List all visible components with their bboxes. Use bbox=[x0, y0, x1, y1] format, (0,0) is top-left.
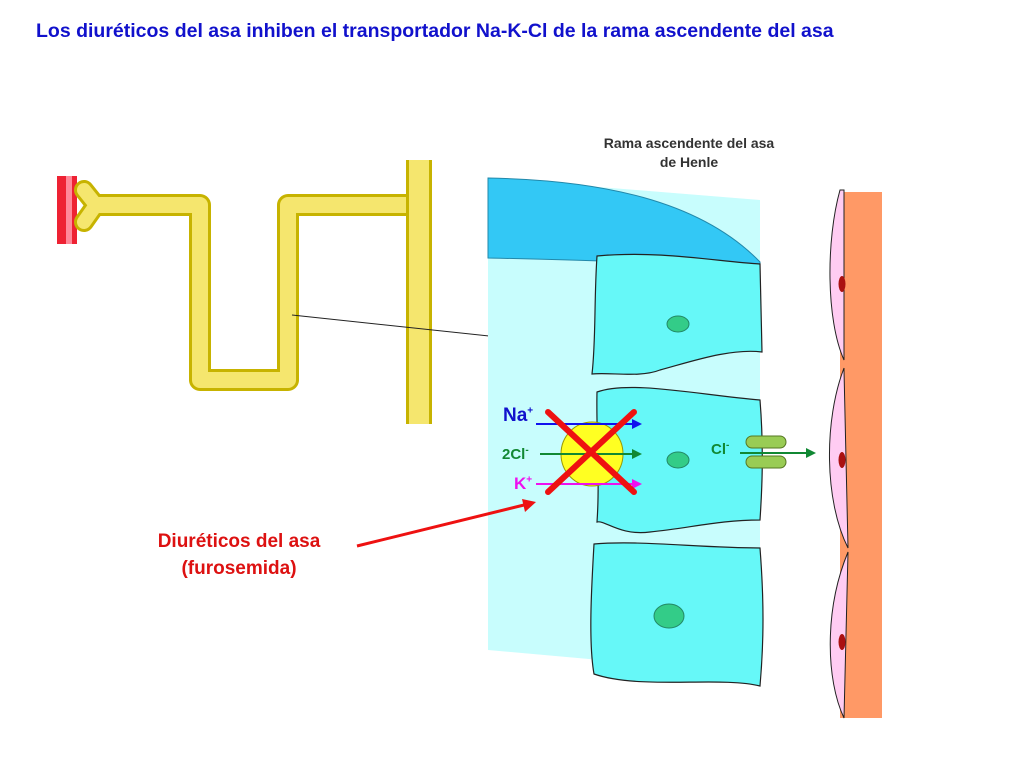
k-symbol: K bbox=[514, 474, 527, 493]
nucleus-bottom bbox=[653, 603, 685, 629]
collecting-duct bbox=[406, 160, 432, 424]
capillary-vessel bbox=[57, 176, 77, 244]
endothelial-nucleus-2 bbox=[838, 452, 846, 468]
cl-out-arrow bbox=[740, 448, 816, 458]
cl-ion-label: Cl- bbox=[711, 440, 730, 459]
limb-title-line1: Rama ascendente del asa bbox=[603, 135, 775, 151]
endothelial-nucleus-1 bbox=[838, 276, 846, 292]
slide-title: Los diuréticos del asa inhiben el transp… bbox=[36, 20, 834, 42]
limb-title-line2: de Henle bbox=[659, 154, 719, 170]
drug-label: Diuréticos del asa (furosemida) bbox=[120, 528, 358, 582]
cl-charge: - bbox=[726, 440, 730, 451]
drug-label-line2: (furosemida) bbox=[181, 558, 297, 579]
zoom-pointer-line bbox=[291, 314, 528, 341]
na-symbol: Na bbox=[503, 405, 528, 426]
epithelial-cell-top bbox=[591, 253, 763, 375]
nucleus-middle bbox=[666, 451, 690, 469]
na-ion-label: Na+ bbox=[503, 405, 533, 427]
na-charge: + bbox=[527, 405, 534, 417]
k-charge: + bbox=[526, 474, 533, 486]
cl2-ion-label: 2Cl- bbox=[502, 445, 529, 464]
drug-label-line1: Diuréticos del asa bbox=[157, 531, 321, 552]
cl2-charge: - bbox=[525, 445, 529, 456]
cl-channel bbox=[745, 435, 787, 469]
nucleus-top bbox=[666, 315, 690, 333]
cl-symbol: Cl bbox=[711, 441, 726, 458]
inhibition-x-mark bbox=[545, 409, 637, 495]
nephron-tubule bbox=[74, 180, 418, 391]
interstitium bbox=[840, 192, 882, 718]
k-ion-label: K+ bbox=[514, 474, 532, 494]
endothelial-nucleus-3 bbox=[838, 634, 846, 650]
limb-title: Rama ascendente del asa de Henle bbox=[560, 134, 818, 172]
cl2-symbol: 2Cl bbox=[502, 446, 526, 463]
drug-pointer-arrow bbox=[356, 499, 536, 548]
